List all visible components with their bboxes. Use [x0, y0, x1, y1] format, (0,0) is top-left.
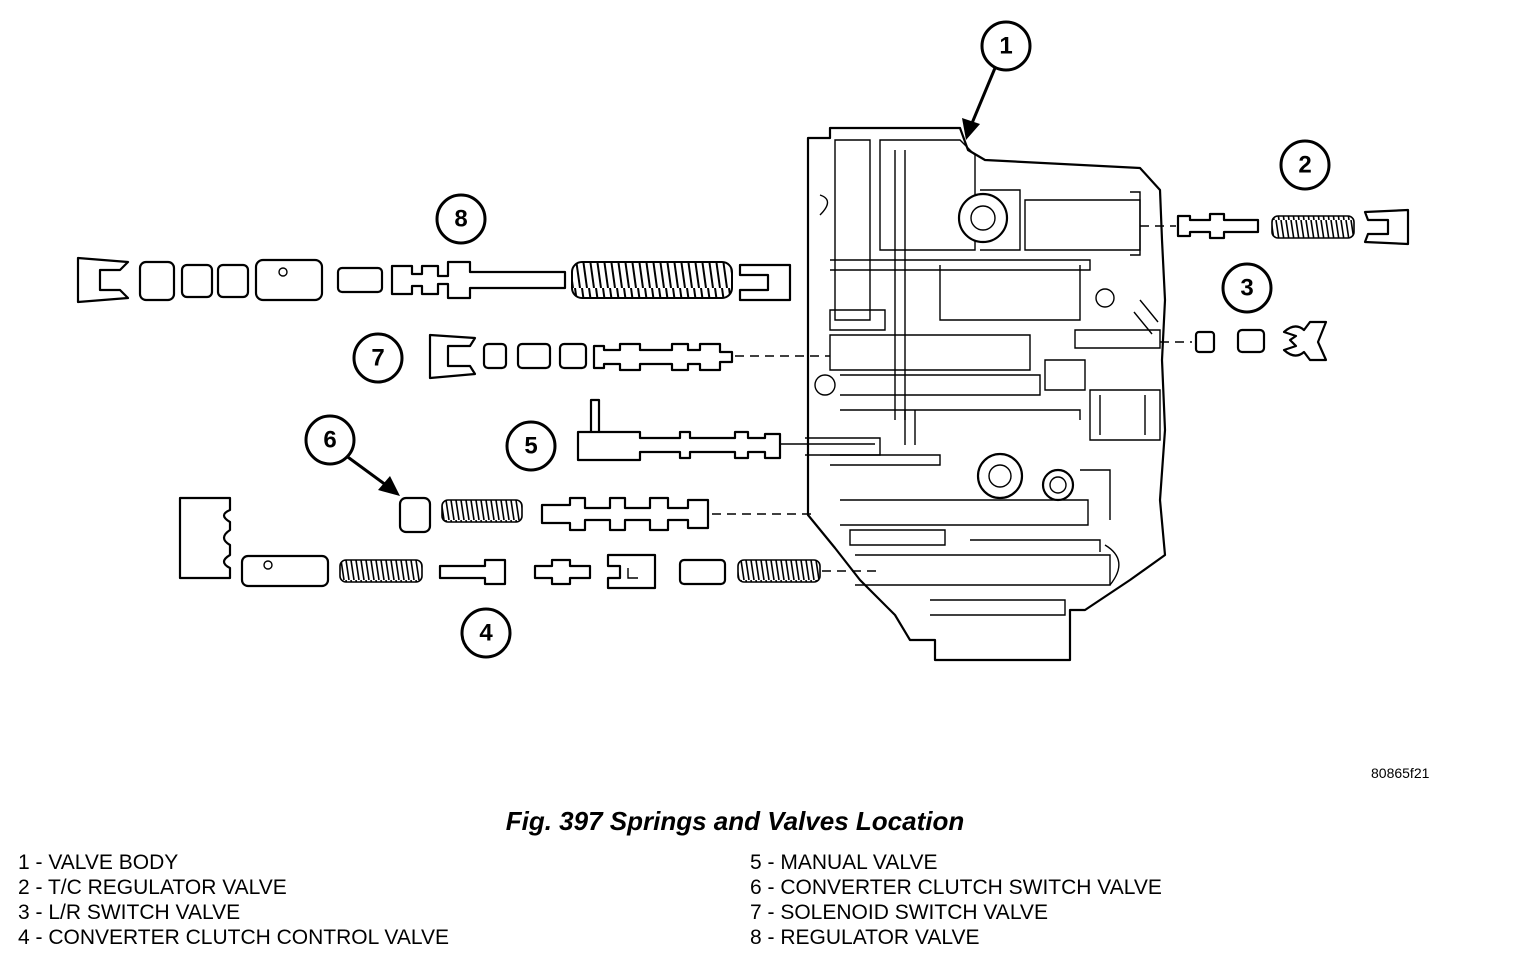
legend-item: 3 - L/R SWITCH VALVE — [18, 901, 241, 924]
svg-text:7: 7 — [371, 345, 384, 372]
sleeve-8 — [254, 258, 324, 302]
lr-switch-valve-assembly — [1160, 320, 1328, 362]
sleeve-4b — [606, 553, 657, 590]
retainer-plate-4 — [178, 496, 232, 580]
plug-8a — [138, 260, 176, 302]
tc-regulator-valve-assembly — [1140, 208, 1410, 246]
plug-6 — [398, 496, 432, 534]
legend-left-column: 1 - VALVE BODY 2 - T/C REGULATOR VALVE 3… — [18, 850, 449, 950]
plug-8c — [216, 263, 250, 299]
spring-6 — [441, 499, 523, 523]
valve-4a — [438, 558, 507, 586]
legend-item: 8 - REGULATOR VALVE — [750, 926, 980, 949]
svg-text:3: 3 — [1240, 275, 1253, 302]
plug-8d — [336, 266, 384, 294]
legend-item: 6 - CONVERTER CLUTCH SWITCH VALVE — [750, 876, 1162, 899]
callout-8: 8 — [435, 193, 487, 245]
svg-text:6: 6 — [323, 427, 336, 454]
manual-valve-assembly — [576, 398, 875, 462]
manual-valve-spool — [576, 430, 782, 462]
callout-leader-1 — [962, 67, 997, 140]
spring-8 — [571, 261, 733, 299]
callout-4: 4 — [460, 607, 512, 659]
svg-text:1: 1 — [999, 33, 1012, 60]
legend-item: 7 - SOLENOID SWITCH VALVE — [750, 901, 1048, 924]
plug-7b — [516, 342, 552, 370]
callout-7: 7 — [352, 332, 404, 384]
spring-4b — [737, 559, 821, 583]
legend-item: 5 - MANUAL VALVE — [750, 851, 938, 874]
valve-3 — [1194, 330, 1216, 354]
callout-3: 3 — [1221, 262, 1273, 314]
manual-valve-pin — [589, 398, 601, 436]
svg-text:4: 4 — [479, 620, 493, 647]
converter-clutch-switch-valve-assembly — [398, 496, 815, 534]
retainer-clip-2 — [1363, 208, 1410, 246]
svg-text:2: 2 — [1298, 152, 1311, 179]
plug-7c — [558, 342, 588, 370]
plug-3 — [1236, 328, 1266, 354]
legend-item: 4 - CONVERTER CLUTCH CONTROL VALVE — [18, 926, 449, 949]
converter-clutch-control-valve-assembly — [178, 496, 880, 590]
callout-leader-6 — [344, 453, 400, 496]
spring-2 — [1271, 215, 1355, 239]
svg-text:8: 8 — [454, 206, 467, 233]
callout-5: 5 — [505, 420, 557, 472]
callout-1: 1 — [980, 20, 1032, 72]
callout-6: 6 — [304, 414, 356, 466]
callout-2: 2 — [1279, 139, 1331, 191]
plug-4 — [678, 558, 727, 586]
valve-body — [805, 126, 1167, 662]
retainer-clip-8-right — [738, 263, 792, 302]
svg-text:5: 5 — [524, 433, 537, 460]
retainer-clip-8-left — [76, 256, 130, 304]
retainer-clip-7 — [428, 333, 477, 380]
legend-item: 1 - VALVE BODY — [18, 851, 179, 874]
valve-spool-6 — [540, 496, 710, 532]
figure-caption: Fig. 397 Springs and Valves Location — [505, 806, 965, 836]
spring-4a — [339, 559, 423, 583]
legend-right-column: 5 - MANUAL VALVE 6 - CONVERTER CLUTCH SW… — [750, 850, 1162, 950]
plug-8b — [180, 263, 214, 299]
plug-7a — [482, 342, 508, 370]
retainer-clip-3 — [1282, 320, 1328, 362]
valve-spool-8 — [390, 260, 567, 300]
valve-4b — [533, 558, 592, 586]
figure-id: 80865f21 — [1371, 765, 1430, 781]
sleeve-4 — [240, 554, 330, 588]
legend-item: 2 - T/C REGULATOR VALVE — [18, 876, 287, 899]
regulator-valve-assembly — [76, 256, 792, 304]
valve-spool-2 — [1176, 212, 1260, 240]
valve-spool-7 — [592, 342, 734, 372]
solenoid-switch-valve-assembly — [428, 333, 830, 380]
exploded-view-diagram: 1 2 3 4 5 6 7 8 — [76, 20, 1410, 662]
